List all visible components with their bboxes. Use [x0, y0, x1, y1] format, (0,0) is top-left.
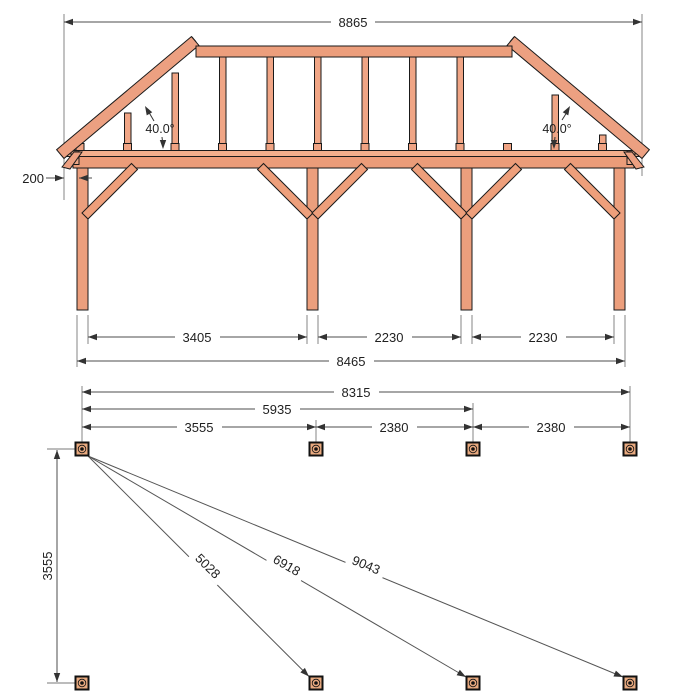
dim-diag-9043: 9043 — [350, 552, 382, 577]
ridge-beam — [195, 45, 513, 58]
dim-8315: 8315 — [342, 385, 371, 400]
post-2 — [306, 167, 319, 311]
eave-tip-left — [61, 151, 83, 170]
knee-braces — [81, 162, 621, 220]
hip-rafter-left — [55, 35, 200, 160]
rafter-blocks — [75, 143, 607, 151]
ridge-studs — [219, 55, 464, 152]
wall-plate — [63, 150, 643, 157]
angle-right-label: 40.0° — [542, 122, 571, 136]
dim-8865: 8865 — [339, 15, 368, 30]
post-4 — [613, 167, 626, 311]
dimension-arrows — [55, 18, 642, 431]
extension-lines — [47, 14, 643, 684]
dim-8465: 8465 — [337, 354, 366, 369]
roof — [55, 35, 651, 170]
dim-2230-a: 2230 — [375, 330, 404, 345]
front-elevation — [55, 35, 651, 311]
angle-leaders — [145, 106, 570, 149]
hip-rafter-right — [506, 35, 651, 160]
post-1 — [76, 167, 89, 311]
posts — [76, 167, 626, 311]
post-3 — [460, 167, 473, 311]
dim-2380-a: 2380 — [380, 420, 409, 435]
header-beam — [72, 156, 635, 169]
dim-3555-plan: 3555 — [185, 420, 214, 435]
angle-left-label: 40.0° — [145, 122, 174, 136]
plan-diagonal-arrows — [300, 667, 623, 677]
dim-3555-depth: 3555 — [40, 552, 55, 581]
dimension-labels: 8865 200 40.0° 40.0° 3405 2230 2230 8465… — [22, 15, 574, 587]
dim-5935: 5935 — [263, 402, 292, 417]
dim-2380-b: 2380 — [537, 420, 566, 435]
eave-tip-right — [623, 151, 645, 170]
plan-post-markers — [74, 441, 638, 691]
dim-200: 200 — [22, 171, 44, 186]
dim-2230-b: 2230 — [529, 330, 558, 345]
dim-3405: 3405 — [183, 330, 212, 345]
plan-depth-dimension — [53, 450, 61, 682]
